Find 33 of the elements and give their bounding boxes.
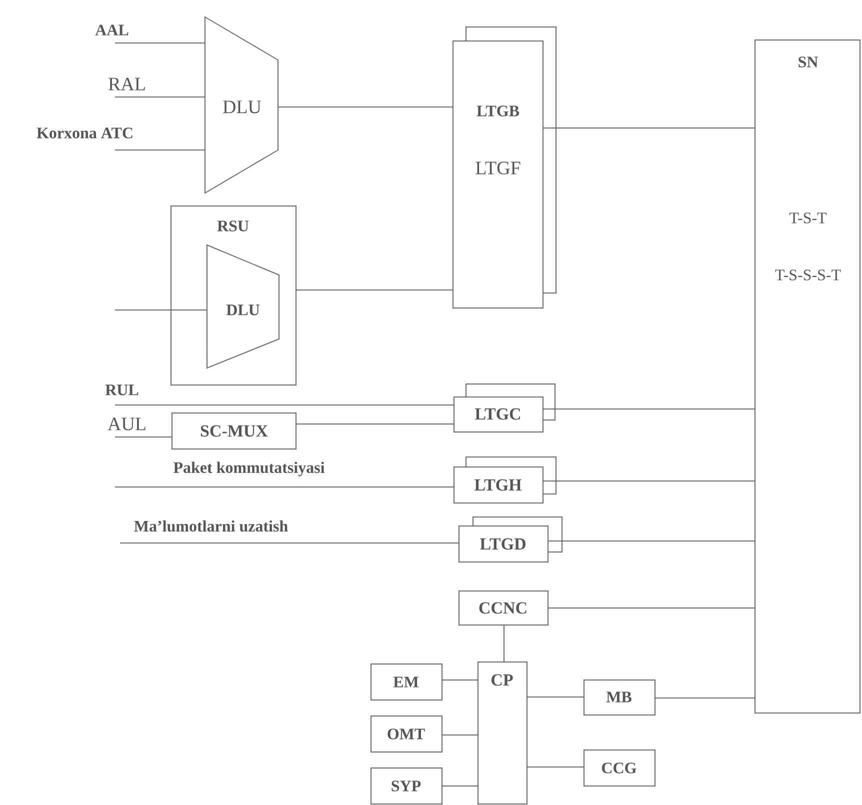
- connector-line: [114, 42, 205, 44]
- process-box: OMT: [370, 716, 442, 752]
- process-box: SC-MUX: [172, 412, 296, 450]
- connector-line: [114, 404, 454, 406]
- process-box: CCNC: [458, 590, 548, 626]
- process-box: CP: [478, 662, 528, 804]
- edge-label: Ma’lumotlarni uzatish: [134, 520, 288, 532]
- process-box: CCG: [584, 750, 656, 786]
- connector-line: [120, 542, 459, 544]
- connector-line: [543, 408, 755, 410]
- edge-label: RUL: [105, 384, 138, 396]
- connector-line: [114, 96, 205, 98]
- connector-line: [527, 766, 584, 768]
- connector-line: [548, 540, 755, 542]
- connector-line: [114, 436, 172, 438]
- edge-label: AUL: [108, 418, 146, 430]
- switch-box: SN T-S-T T-S-S-S-T: [754, 40, 860, 714]
- process-box: SYP: [370, 768, 442, 804]
- stacked-box: LTGD: [458, 516, 562, 562]
- connector-line: [114, 486, 454, 488]
- stacked-box: LTGH: [454, 456, 556, 504]
- process-box: EM: [370, 664, 442, 700]
- connector-line: [278, 106, 453, 108]
- connector-line: [527, 696, 584, 698]
- stacked-box: LTGC: [454, 384, 556, 432]
- connector-line: [442, 734, 478, 736]
- edge-label: AAL: [95, 24, 128, 36]
- connector-line: [543, 480, 755, 482]
- edge-label: RAL: [108, 78, 145, 90]
- stacked-box: LTGB LTGF: [452, 26, 556, 308]
- edge-label: Paket kommutatsiyasi: [174, 462, 325, 476]
- edge-label: Korxona ATC: [36, 128, 132, 138]
- process-box: MB: [584, 680, 656, 716]
